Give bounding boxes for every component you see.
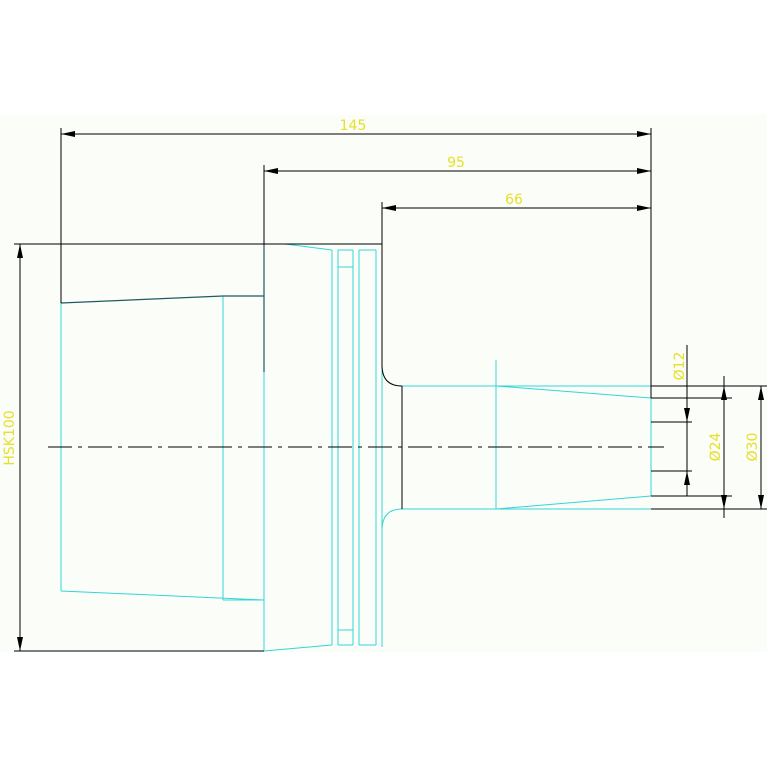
dimension-shank-spec: HSK100 [2, 410, 18, 465]
sheet-background [0, 115, 767, 652]
dimension-mid-length: 95 [447, 155, 465, 171]
dimension-arrowheads [17, 131, 764, 651]
dimension-geometry [14, 128, 767, 652]
dimension-diameter-mid: Ø24 [708, 432, 724, 461]
dimension-diameter-small: Ø12 [672, 352, 688, 381]
shank-edge-lines [60, 245, 265, 372]
dimension-short-length: 66 [505, 192, 523, 208]
dimension-diameter-large: Ø30 [745, 433, 761, 462]
dimension-overall-length: 145 [340, 118, 367, 134]
